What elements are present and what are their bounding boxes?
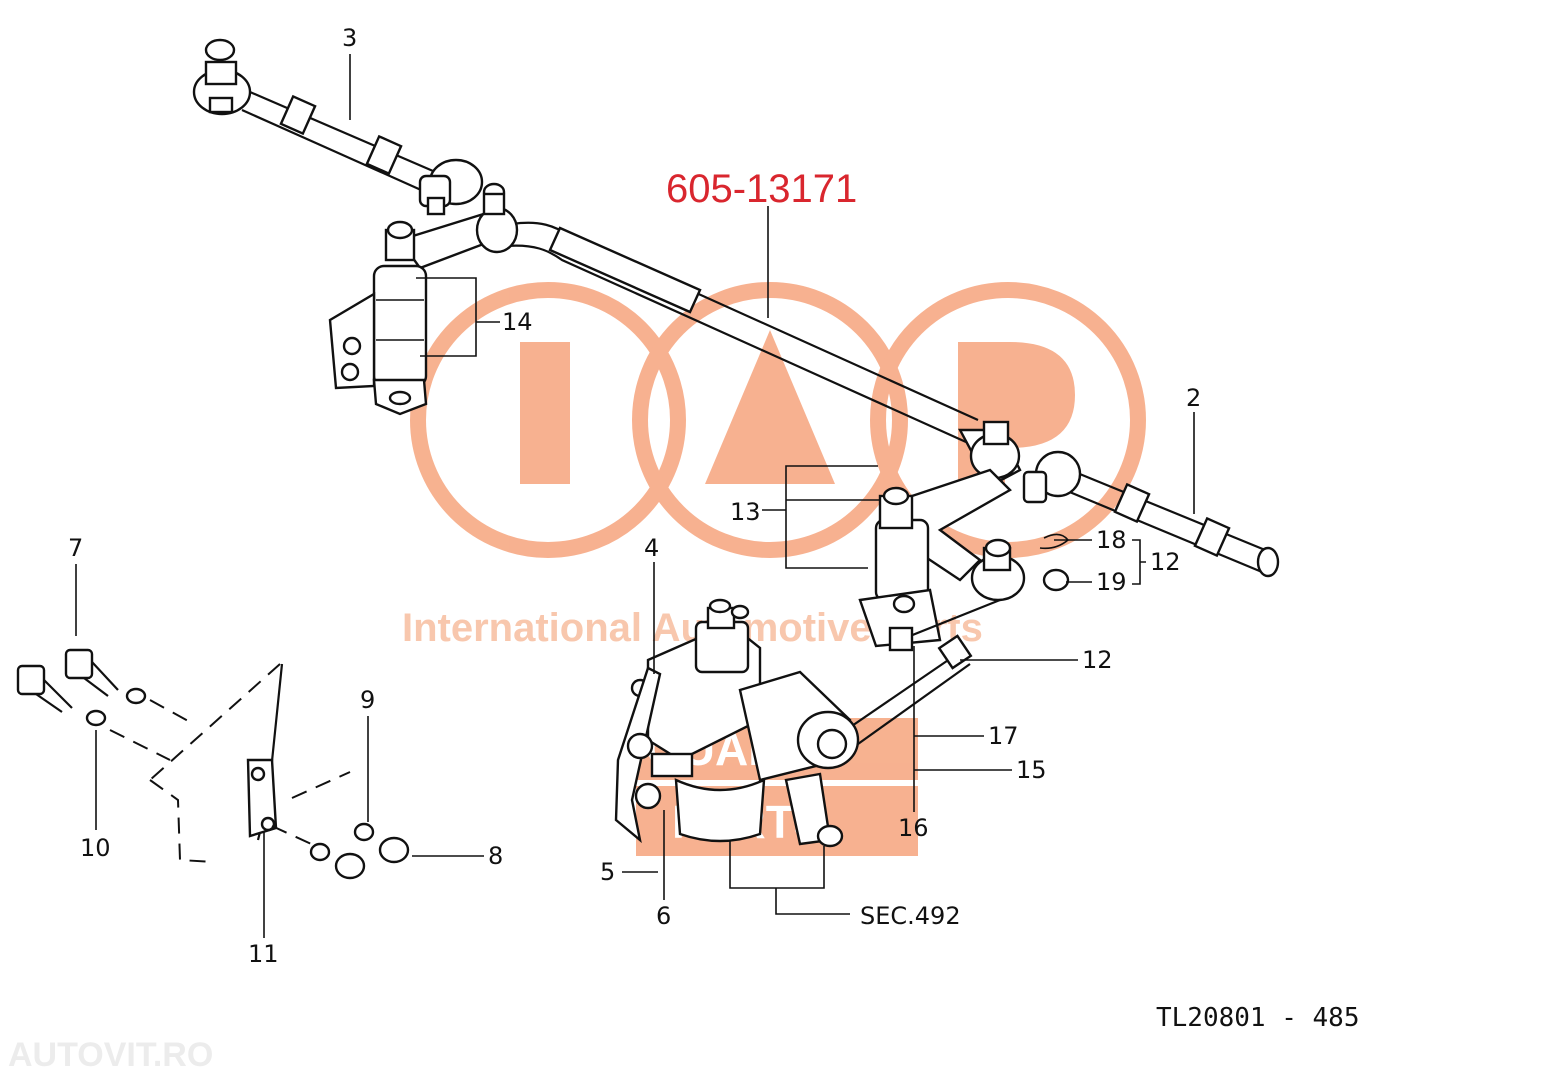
mounting-bolts bbox=[16, 648, 410, 880]
callout-6: 6 bbox=[656, 902, 671, 930]
callout-9: 9 bbox=[360, 686, 375, 714]
drawing-reference-code: TL20801 - 485 bbox=[1156, 1003, 1360, 1033]
iap-logo bbox=[410, 282, 1146, 558]
relay-rod bbox=[505, 221, 979, 444]
callout-3: 3 bbox=[342, 24, 357, 52]
callout-8: 8 bbox=[488, 842, 503, 870]
site-watermark: AUTOVIT.RO bbox=[8, 1036, 213, 1074]
callout-13: 13 bbox=[730, 498, 761, 526]
pitman-arm-assembly bbox=[858, 420, 1070, 648]
callout-12-lower: 12 bbox=[1082, 646, 1113, 674]
callout-sec-492: SEC.492 bbox=[860, 902, 961, 930]
callout-7: 7 bbox=[68, 534, 83, 562]
leader-lines bbox=[75, 54, 1195, 938]
callout-5: 5 bbox=[600, 858, 615, 886]
callout-2: 2 bbox=[1186, 384, 1201, 412]
callout-19: 19 bbox=[1096, 568, 1127, 596]
idler-arm-assembly bbox=[328, 182, 519, 416]
callout-17: 17 bbox=[988, 722, 1019, 750]
callout-11: 11 bbox=[248, 940, 279, 968]
tie-rod-right bbox=[1022, 450, 1280, 578]
drag-link bbox=[845, 598, 1001, 745]
callout-14: 14 bbox=[502, 308, 533, 336]
callout-10: 10 bbox=[80, 834, 111, 862]
steering-gear-box bbox=[614, 598, 860, 848]
part-number-label: 605-13171 bbox=[666, 167, 857, 211]
callout-4: 4 bbox=[644, 534, 659, 562]
callout-18: 18 bbox=[1096, 526, 1127, 554]
tie-rod-left bbox=[192, 38, 484, 216]
callout-16: 16 bbox=[898, 814, 929, 842]
frame-bracket bbox=[109, 663, 351, 863]
callout-15: 15 bbox=[1016, 756, 1047, 784]
callout-12-upper: 12 bbox=[1150, 548, 1181, 576]
